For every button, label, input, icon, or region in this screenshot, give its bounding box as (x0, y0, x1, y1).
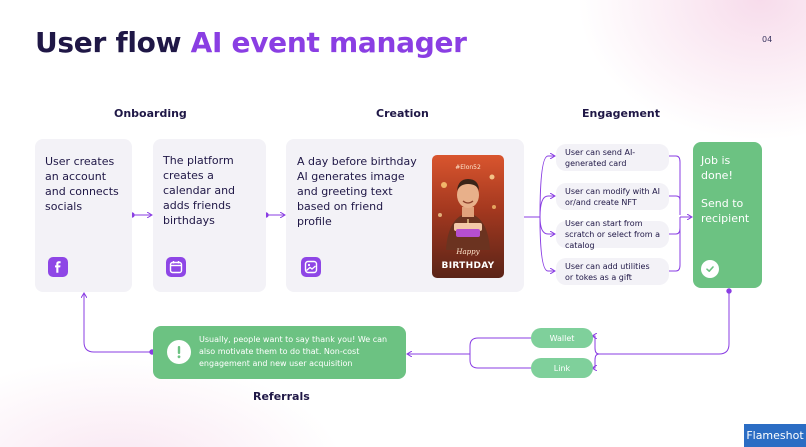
birthday-card-happy: Happy (456, 248, 480, 256)
engagement-option-utilities: User can add utilities or tokes as a gif… (556, 258, 669, 285)
job-done-text: Job is done! (701, 154, 733, 182)
facebook-icon (48, 257, 68, 277)
birthday-card-preview: #Elon52 Happy BIRTHDAY (432, 155, 504, 278)
engagement-option-text: User can send AI-generated card (565, 147, 636, 168)
engagement-option-text: User can add utilities or tokes as a gif… (565, 261, 650, 282)
page-title: User flow AI event manager (35, 26, 467, 59)
engagement-option-send: User can send AI-generated card (556, 144, 669, 171)
birthday-card-illustration (438, 174, 496, 250)
section-onboarding: Onboarding (114, 107, 187, 120)
engagement-option-scratch: User can start from scratch or select fr… (556, 219, 669, 250)
channel-wallet: Wallet (531, 328, 593, 348)
creation-card-text: A day before birthday AI generates image… (297, 155, 417, 228)
onboarding-card-signup: User creates an account and connects soc… (35, 139, 132, 292)
section-creation: Creation (376, 107, 429, 120)
onboarding-card-text: The platform creates a calendar and adds… (163, 154, 236, 227)
send-to-recipient-text: Send to recipient (701, 197, 750, 225)
section-referrals: Referrals (253, 390, 310, 403)
engagement-option-modify: User can modify with AI or/and create NF… (556, 183, 669, 210)
engagement-option-text: User can start from scratch or select fr… (565, 219, 661, 250)
engagement-option-text: User can modify with AI or/and create NF… (565, 186, 660, 207)
image-icon (301, 257, 321, 277)
channel-link: Link (531, 358, 593, 378)
section-engagement: Engagement (582, 107, 660, 120)
job-done-card: Job is done! Send to recipient (693, 142, 762, 288)
flameshot-watermark: Flameshot (744, 424, 806, 447)
title-main: User flow (35, 26, 182, 59)
calendar-icon (166, 257, 186, 277)
page-number: 04 (762, 35, 773, 44)
referral-text: Usually, people want to say thank you! W… (199, 335, 388, 368)
birthday-card-hashtag: #Elon52 (455, 164, 481, 171)
birthday-card-birthday: BIRTHDAY (441, 261, 495, 271)
title-accent: AI event manager (190, 26, 467, 59)
onboarding-card-calendar: The platform creates a calendar and adds… (153, 139, 266, 292)
exclamation-icon (167, 340, 191, 364)
referral-card: Usually, people want to say thank you! W… (153, 326, 406, 379)
onboarding-card-text: User creates an account and connects soc… (45, 155, 119, 213)
check-circle-icon (701, 260, 719, 278)
